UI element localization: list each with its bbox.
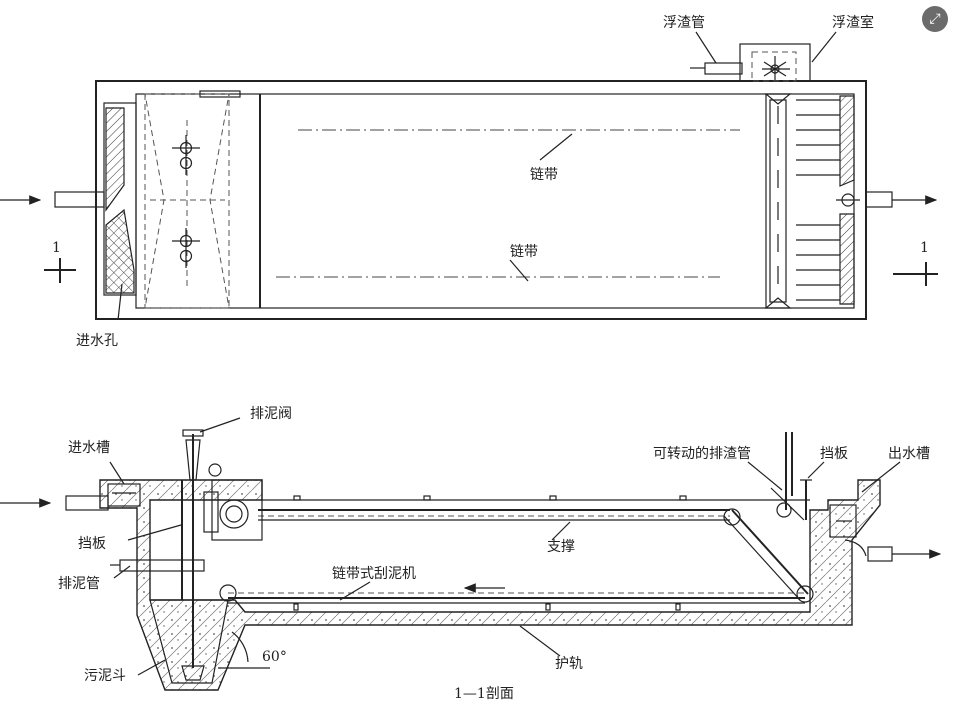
sprocket-front-bottom	[219, 584, 237, 602]
section-tank-body	[99, 479, 881, 691]
section-mark-right: 1	[920, 240, 929, 256]
plan-scum-skimmer	[764, 93, 855, 309]
label-guard-rail: 护轨	[555, 656, 583, 672]
label-chain-belt-lower: 链带	[510, 244, 538, 260]
expand-icon[interactable]: ⤢	[922, 6, 948, 32]
plan-inlet-baffle	[105, 107, 125, 212]
sprocket-drive	[219, 499, 249, 529]
label-rotatable-scum-pipe: 可转动的排渣管	[653, 446, 751, 462]
sprocket-top-right	[723, 508, 741, 526]
label-scum-chamber: 浮渣室	[832, 14, 874, 31]
rotatable-scum-pipe	[770, 432, 805, 521]
plan-view: 浮渣管 浮渣室 链带 链带 进水孔 1 1	[0, 14, 938, 349]
label-baffle-left: 挡板	[78, 536, 106, 552]
plan-inlet-pipe	[54, 191, 105, 208]
label-sludge-valve: 排泥阀	[250, 406, 292, 422]
label-angle: 60°	[262, 649, 287, 665]
section-mark-left: 1	[52, 240, 61, 256]
section-caption: 1—1剖面	[454, 686, 514, 702]
plan-inlet-hole-block	[105, 208, 135, 294]
label-outlet-trough: 出水槽	[888, 446, 930, 462]
section-inlet-pipe	[65, 495, 109, 511]
label-support: 支撑	[547, 539, 575, 555]
plan-outlet-pipe	[865, 191, 893, 208]
label-sludge-pipe: 排泥管	[58, 576, 100, 592]
plan-scum-pipe	[704, 62, 743, 75]
section-sludge-pipe	[119, 559, 205, 572]
sludge-valve-handle	[182, 429, 204, 437]
label-baffle-right: 挡板	[820, 446, 848, 462]
plan-sludge-valves	[172, 135, 200, 268]
label-inlet-trough: 进水槽	[68, 440, 110, 456]
plan-inner-chamber	[135, 93, 855, 309]
label-sludge-hopper: 污泥斗	[84, 668, 126, 684]
label-scum-pipe: 浮渣管	[663, 15, 705, 31]
sprocket-bottom-right	[796, 585, 814, 603]
section-view: 排泥阀 进水槽 可转动的排渣管 挡板 出水槽 挡板 支撑 排泥管 链带式刮泥机 …	[0, 406, 942, 702]
label-inlet-hole: 进水孔	[76, 333, 118, 349]
label-chain-belt-upper: 链带	[530, 167, 558, 183]
section-outlet-pipe	[867, 546, 893, 562]
label-chain-scraper: 链带式刮泥机	[332, 566, 416, 582]
